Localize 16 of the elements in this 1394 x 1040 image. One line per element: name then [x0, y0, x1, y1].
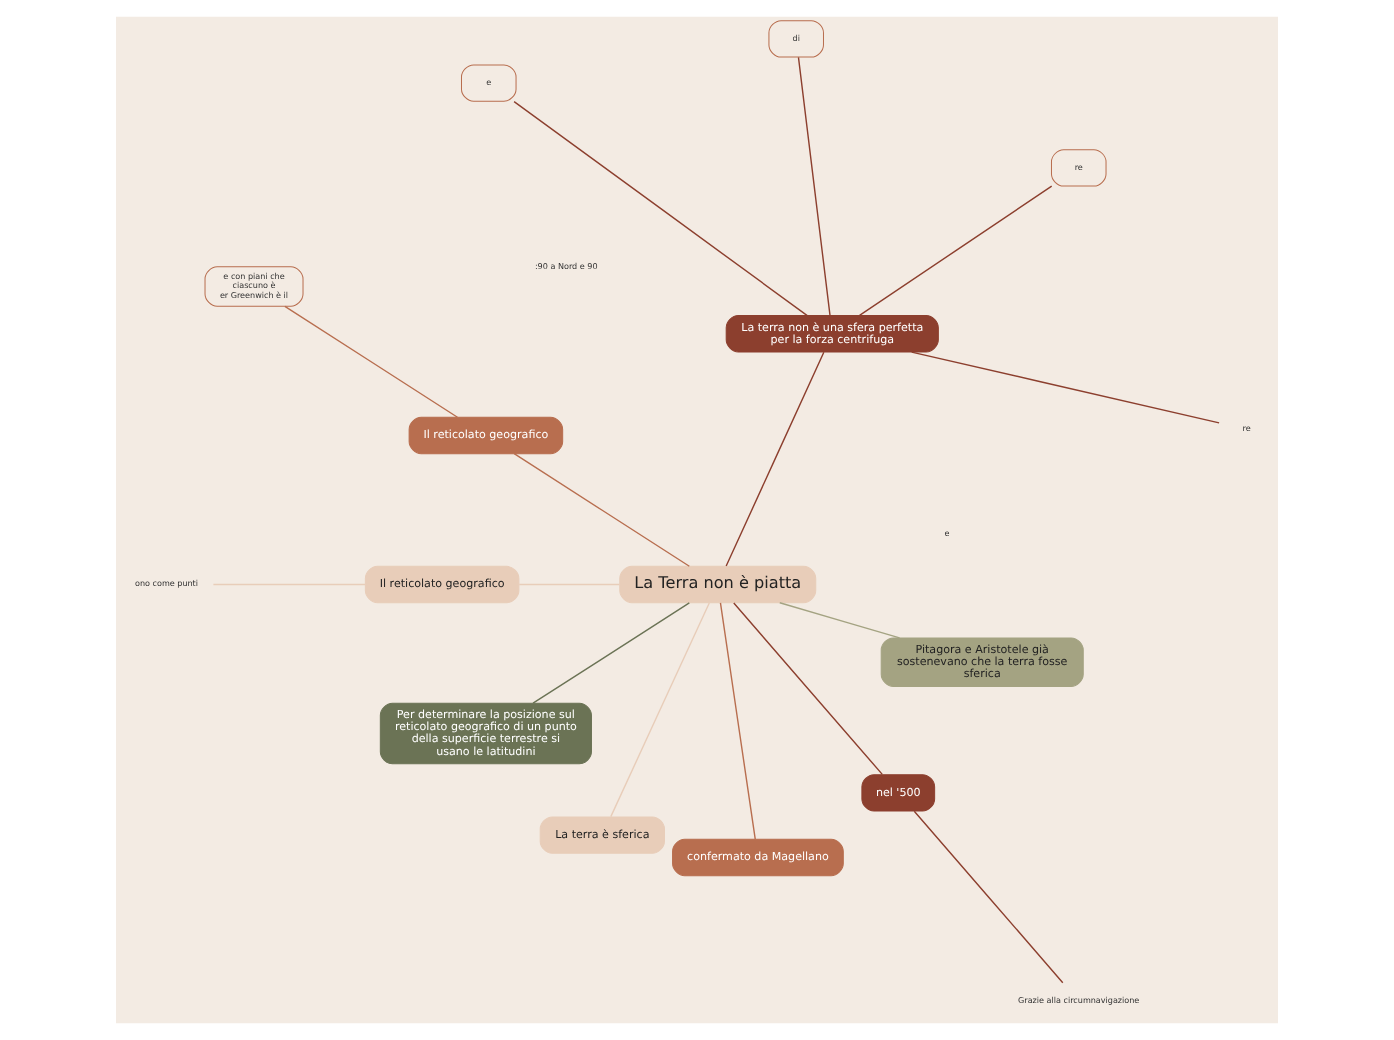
connector [518, 583, 621, 586]
connector [733, 602, 883, 776]
node-box: La Terra non è piatta [619, 565, 817, 604]
connector [910, 351, 1220, 424]
connector [513, 100, 808, 317]
connector [797, 56, 831, 317]
connector [725, 351, 825, 567]
connector [212, 583, 366, 586]
connector [858, 185, 1053, 317]
connector [513, 453, 691, 567]
connector [284, 305, 459, 418]
connector [532, 602, 691, 704]
connector [913, 810, 1064, 984]
connector [610, 602, 710, 818]
connector [779, 602, 901, 639]
connector [719, 602, 756, 840]
